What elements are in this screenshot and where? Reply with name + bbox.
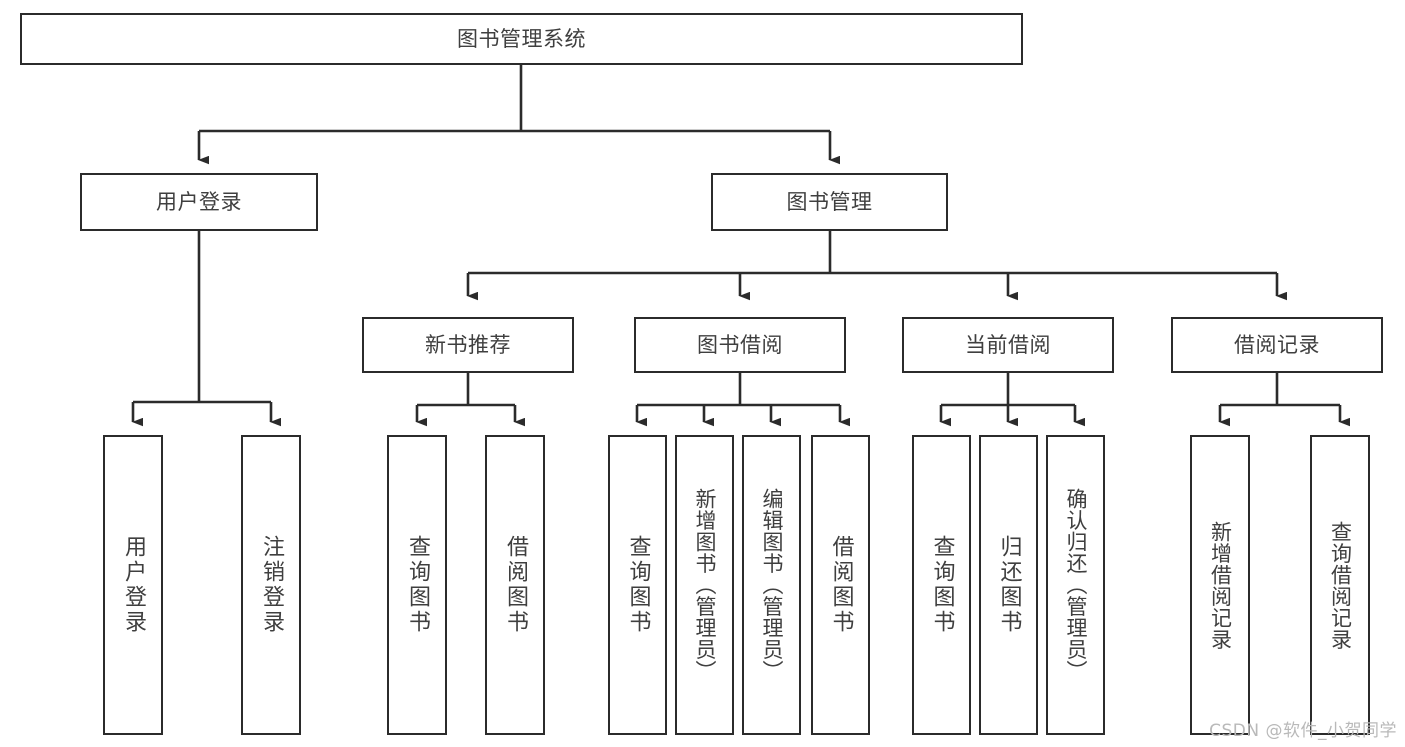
node-user-login[interactable]: 用户登录 [80, 173, 318, 231]
leaf-label: 查询图书 [929, 535, 955, 635]
node-book-management[interactable]: 图书管理 [711, 173, 948, 231]
leaf-label: 查询图书 [405, 535, 430, 635]
node-borrow-record[interactable]: 借阅记录 [1171, 317, 1383, 373]
leaf-label: 归还图书 [996, 535, 1022, 635]
node-current-borrow[interactable]: 当前借阅 [902, 317, 1114, 373]
leaf-label: 用户登录 [121, 535, 146, 635]
leaf-user-login-signout[interactable]: 注销登录 [241, 435, 301, 735]
node-new-book-recommend-label: 新书推荐 [425, 332, 511, 357]
leaf-current-query-book[interactable]: 查询图书 [912, 435, 971, 735]
node-root-label: 图书管理系统 [457, 26, 586, 51]
leaf-new-book-query[interactable]: 查询图书 [387, 435, 447, 735]
watermark: CSDN @软件_小贺同学 [1209, 721, 1397, 741]
leaf-label: 新增借阅记录 [1208, 520, 1233, 650]
leaf-label: 查询借阅记录 [1328, 520, 1353, 650]
node-new-book-recommend[interactable]: 新书推荐 [362, 317, 574, 373]
leaf-label: 编辑图书（管理员） [760, 488, 784, 682]
leaf-user-login-signin[interactable]: 用户登录 [103, 435, 163, 735]
leaf-record-query[interactable]: 查询借阅记录 [1310, 435, 1370, 735]
leaf-borrow-add-book[interactable]: 新增图书（管理员） [675, 435, 734, 735]
leaf-current-return-book[interactable]: 归还图书 [979, 435, 1038, 735]
node-book-borrow[interactable]: 图书借阅 [634, 317, 846, 373]
node-user-login-label: 用户登录 [156, 189, 242, 214]
leaf-label: 注销登录 [259, 535, 284, 635]
leaf-label: 确认归还（管理员） [1064, 488, 1088, 682]
leaf-borrow-borrow-book[interactable]: 借阅图书 [811, 435, 870, 735]
node-book-borrow-label: 图书借阅 [697, 332, 783, 357]
leaf-current-confirm-return[interactable]: 确认归还（管理员） [1046, 435, 1105, 735]
leaf-record-add[interactable]: 新增借阅记录 [1190, 435, 1250, 735]
leaf-label: 查询图书 [625, 535, 651, 635]
leaf-label: 新增图书（管理员） [693, 488, 717, 682]
node-current-borrow-label: 当前借阅 [965, 332, 1051, 357]
leaf-new-book-borrow[interactable]: 借阅图书 [485, 435, 545, 735]
node-root[interactable]: 图书管理系统 [20, 13, 1023, 65]
leaf-label: 借阅图书 [503, 535, 528, 635]
node-book-management-label: 图书管理 [786, 189, 873, 214]
leaf-label: 借阅图书 [828, 535, 854, 635]
leaf-borrow-edit-book[interactable]: 编辑图书（管理员） [742, 435, 801, 735]
leaf-borrow-query-book[interactable]: 查询图书 [608, 435, 667, 735]
node-borrow-record-label: 借阅记录 [1234, 332, 1320, 357]
